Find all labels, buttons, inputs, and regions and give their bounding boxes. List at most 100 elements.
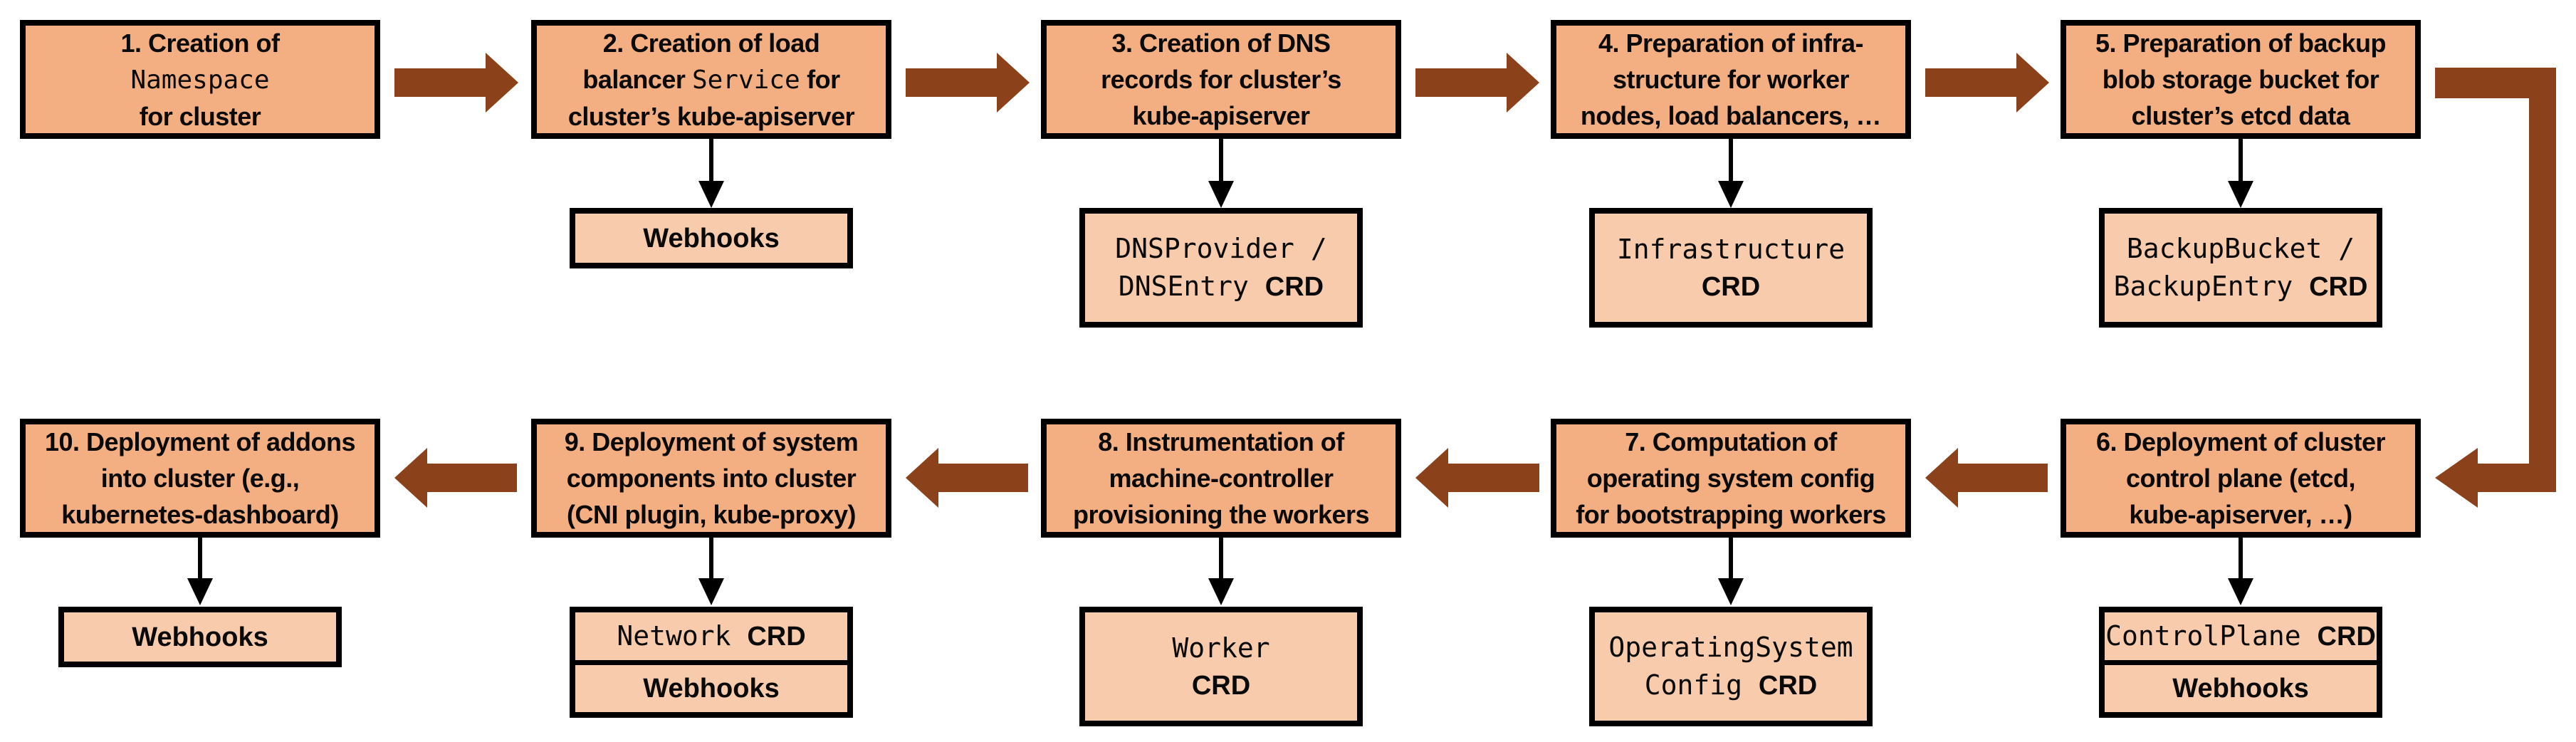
- step-6-crd-code: ControlPlane: [2105, 620, 2318, 652]
- step-9-webhooks-label: Webhooks: [643, 673, 780, 704]
- flow-arrow-5-6-head-icon: [2435, 448, 2478, 508]
- step-3-crd-code: DNSProvider / DNSEntry: [1115, 233, 1327, 302]
- step-3-label: 3. Creation of DNS records for cluster’s…: [1101, 25, 1341, 134]
- step-7-box: 7. Computation of operating system confi…: [1551, 419, 1911, 538]
- step-10-webhooks-box: Webhooks: [58, 607, 342, 667]
- step-7-crd-label: OperatingSystem Config CRD: [1608, 629, 1853, 704]
- step-5-crd-label: BackupBucket / BackupEntry CRD: [2114, 230, 2368, 305]
- step-2-text: 2. Creation of load balancer: [582, 28, 820, 94]
- step-6-text: 6. Deployment of cluster control plane (…: [2095, 427, 2386, 529]
- step-6-crd-suffix: CRD: [2317, 621, 2376, 652]
- step-6-webhooks-label: Webhooks: [2172, 673, 2309, 704]
- step-3-down-connector-line: [1219, 139, 1223, 181]
- step-10-down-connector-line: [198, 538, 202, 578]
- step-4-crd-code: Infrastructure: [1616, 233, 1845, 265]
- flow-arrow-8-9-shaft: [938, 464, 1028, 492]
- step-10-webhooks-label: Webhooks: [132, 622, 268, 652]
- step-5-text: 5. Preparation of backup blob storage bu…: [2095, 28, 2387, 130]
- step-8-box: 8. Instrumentation of machine-controller…: [1041, 419, 1401, 538]
- flow-arrow-6-7-shaft: [1958, 464, 2048, 492]
- flow-arrow-9-10-head-icon: [394, 448, 427, 508]
- step-9-down-connector-line: [709, 538, 713, 578]
- flow-arrow-7-8-shaft: [1448, 464, 1539, 492]
- step-8-crd-suffix: CRD: [1191, 670, 1251, 701]
- step-1-label: 1. Creation of Namespace for cluster: [120, 25, 280, 135]
- step-3-text: 3. Creation of DNS records for cluster’s…: [1101, 28, 1341, 130]
- step-4-crd-box: Infrastructure CRD: [1589, 208, 1873, 328]
- step-7-label: 7. Computation of operating system confi…: [1576, 424, 1886, 533]
- step-1-box: 1. Creation of Namespace for cluster: [20, 20, 380, 139]
- step-9-crd-suffix: CRD: [747, 621, 806, 652]
- step-8-crd-label: Worker CRD: [1172, 629, 1269, 704]
- step-5-label: 5. Preparation of backup blob storage bu…: [2095, 25, 2387, 134]
- flow-arrow-9-10-shaft: [427, 464, 517, 492]
- step-7-crd-suffix: CRD: [1758, 671, 1818, 701]
- flow-arrow-8-9-head-icon: [906, 448, 938, 508]
- step-3-down-arrowhead-icon: [1208, 181, 1234, 208]
- flow-arrow-1-2-shaft: [394, 68, 486, 97]
- step-5-crd-code: BackupBucket / BackupEntry: [2113, 233, 2355, 302]
- step-5-crd-suffix: CRD: [2309, 272, 2368, 302]
- step-9-label: 9. Deployment of system components into …: [565, 424, 859, 533]
- step-9-crd-code: Network: [617, 620, 748, 652]
- step-8-down-connector-line: [1219, 538, 1223, 578]
- step-7-crd-box: OperatingSystem Config CRD: [1589, 607, 1873, 726]
- step-4-crd-label: Infrastructure CRD: [1617, 231, 1845, 305]
- step-5-crd-box: BackupBucket / BackupEntry CRD: [2099, 208, 2382, 328]
- step-9-crd-label: Network CRD: [617, 617, 805, 655]
- step-6-crd-webhooks-box: ControlPlane CRD Webhooks: [2099, 607, 2382, 718]
- flow-arrow-4-5-shaft: [1925, 68, 2016, 97]
- step-4-down-connector-line: [1729, 139, 1733, 181]
- step-4-down-arrowhead-icon: [1718, 181, 1744, 208]
- step-5-box: 5. Preparation of backup blob storage bu…: [2061, 20, 2421, 139]
- flow-arrow-6-7-head-icon: [1925, 448, 1958, 508]
- step-2-code-text: Service: [691, 65, 800, 95]
- step-5-down-arrowhead-icon: [2228, 181, 2253, 208]
- step-2-webhooks-label: Webhooks: [643, 223, 780, 254]
- step-4-label: 4. Preparation of infra- structure for w…: [1580, 25, 1882, 134]
- step-6-down-arrowhead-icon: [2228, 578, 2253, 605]
- step-7-down-arrowhead-icon: [1718, 578, 1744, 605]
- flow-arrow-3-4-head-icon: [1507, 53, 1539, 113]
- step-4-text: 4. Preparation of infra- structure for w…: [1580, 28, 1882, 130]
- step-10-box: 10. Deployment of addons into cluster (e…: [20, 419, 380, 538]
- step-9-crd-webhooks-box: Network CRD Webhooks: [570, 607, 853, 718]
- flow-arrow-5-6-vertical-bar: [2529, 68, 2556, 492]
- step-6-crd-cell: ControlPlane CRD: [2105, 612, 2377, 660]
- step-7-crd-code: OperatingSystem Config: [1608, 632, 1853, 701]
- step-9-down-arrowhead-icon: [698, 578, 724, 605]
- step-4-crd-suffix: CRD: [1701, 271, 1761, 302]
- step-8-label: 8. Instrumentation of machine-controller…: [1073, 424, 1370, 533]
- step-1-text: 1. Creation of: [120, 28, 280, 58]
- step-5-down-connector-line: [2239, 139, 2243, 181]
- step-1-code-text: Namespace: [130, 65, 270, 95]
- step-2-down-arrowhead-icon: [698, 181, 724, 208]
- step-6-crd-label: ControlPlane CRD: [2105, 617, 2376, 655]
- step-10-down-arrowhead-icon: [187, 578, 213, 605]
- step-4-box: 4. Preparation of infra- structure for w…: [1551, 20, 1911, 139]
- flow-arrow-1-2-head-icon: [486, 53, 518, 113]
- step-7-text: 7. Computation of operating system confi…: [1576, 427, 1886, 529]
- step-8-crd-box: Worker CRD: [1079, 607, 1363, 726]
- step-3-crd-box: DNSProvider / DNSEntry CRD: [1079, 208, 1363, 328]
- flow-arrow-7-8-head-icon: [1415, 448, 1448, 508]
- step-6-webhooks-cell: Webhooks: [2105, 659, 2377, 713]
- step-3-crd-suffix: CRD: [1265, 272, 1324, 302]
- step-6-box: 6. Deployment of cluster control plane (…: [2061, 419, 2421, 538]
- step-2-webhooks-box: Webhooks: [570, 208, 853, 268]
- step-9-webhooks-cell: Webhooks: [575, 659, 847, 713]
- flow-arrow-3-4-shaft: [1415, 68, 1507, 97]
- step-9-crd-cell: Network CRD: [575, 612, 847, 660]
- step-6-down-connector-line: [2239, 538, 2243, 578]
- step-10-label: 10. Deployment of addons into cluster (e…: [44, 424, 356, 533]
- step-1-text-tail: for cluster: [139, 101, 261, 131]
- step-9-text: 9. Deployment of system components into …: [564, 427, 859, 529]
- step-7-down-connector-line: [1729, 538, 1733, 578]
- step-2-text-tail: for cluster’s kube-apiserver: [567, 64, 855, 131]
- step-9-box: 9. Deployment of system components into …: [531, 419, 891, 538]
- step-3-crd-label: DNSProvider / DNSEntry CRD: [1115, 230, 1326, 305]
- flow-arrow-2-3-head-icon: [997, 53, 1030, 113]
- step-10-text: 10. Deployment of addons into cluster (e…: [44, 427, 356, 529]
- flow-arrow-5-6-bottom-bar: [2478, 464, 2556, 492]
